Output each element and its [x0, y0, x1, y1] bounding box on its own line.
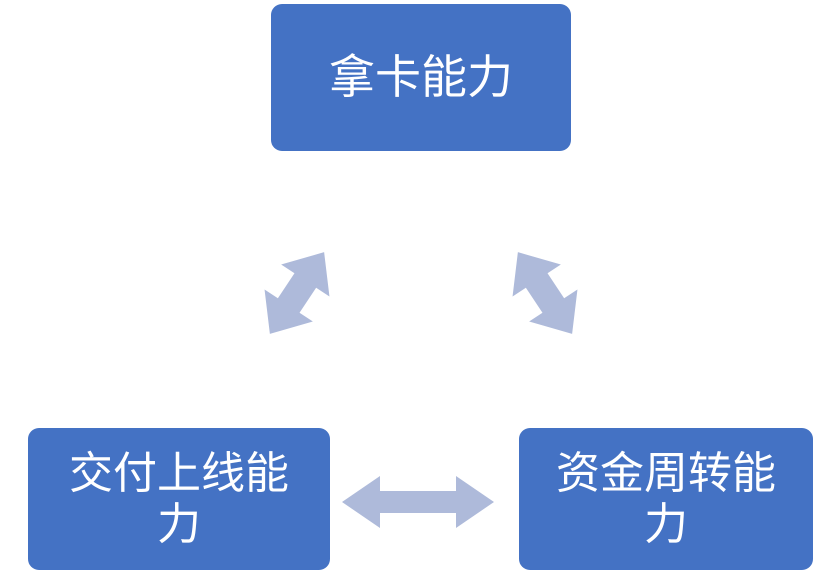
- node-box-top[interactable]: 拿卡能力: [271, 4, 571, 151]
- node-box-bottom-right[interactable]: 资金周转能力: [519, 428, 813, 570]
- node-box-bottom-left[interactable]: 交付上线能力: [28, 428, 330, 570]
- double-arrow-icon-top-to-bottom-right: [512, 252, 578, 334]
- double-arrow-icon-bottom-left-to-bottom-right: [342, 476, 494, 528]
- node-label-top: 拿卡能力: [329, 50, 513, 103]
- node-label-bottom-left: 交付上线能力: [69, 448, 289, 549]
- double-arrow-icon-bottom-left-to-top: [264, 252, 330, 334]
- node-label-bottom-right: 资金周转能力: [556, 448, 776, 549]
